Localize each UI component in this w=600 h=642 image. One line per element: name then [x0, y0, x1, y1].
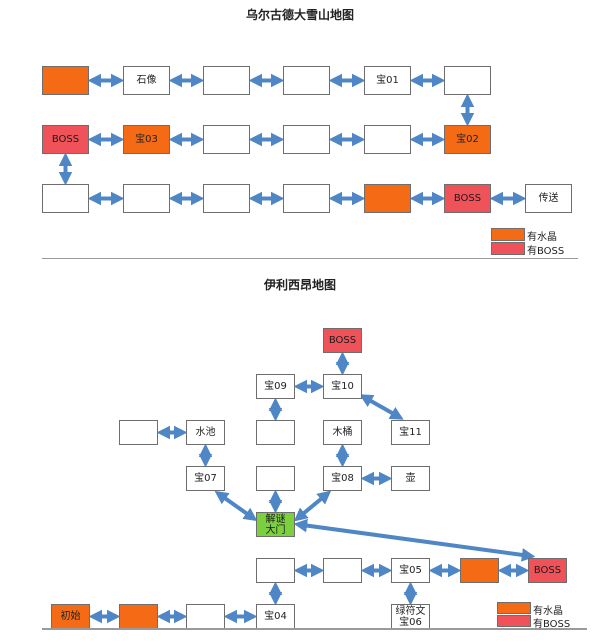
arrow-door-boss — [293, 518, 536, 562]
room-a3 — [203, 66, 250, 95]
room-e2 — [323, 558, 362, 583]
room-e05: 宝05 — [391, 558, 430, 583]
room-d08: 宝08 — [323, 466, 362, 491]
room-b4 — [283, 125, 330, 154]
room-c6: BOSS — [444, 184, 491, 213]
room-b1: BOSS — [42, 125, 89, 154]
room-a5: 宝01 — [364, 66, 411, 95]
room-f04: 宝04 — [256, 604, 295, 629]
room-f_blank — [186, 604, 225, 629]
arrow-d10-d11 — [359, 394, 404, 420]
room-e1 — [256, 558, 295, 583]
map2-legend: 有水晶 有BOSS — [497, 602, 597, 630]
map2-bottom-divider — [42, 628, 587, 630]
room-a4 — [283, 66, 330, 95]
room-d_m1 — [256, 420, 295, 445]
map1-legend: 有水晶 有BOSS — [491, 228, 591, 258]
room-d_jar: 壶 — [391, 466, 430, 491]
legend-boss-label: 有BOSS — [527, 246, 565, 257]
room-e_cr — [460, 558, 499, 583]
room-f_cr — [119, 604, 158, 629]
room-d_boss: BOSS — [323, 328, 362, 353]
legend-boss-swatch — [497, 615, 531, 627]
room-d07: 宝07 — [186, 466, 225, 491]
room-d_door: 解谜 大门 — [256, 512, 295, 537]
room-e_boss: BOSS — [528, 558, 567, 583]
map1-title: 乌尔古德大雪山地图 — [245, 8, 354, 22]
room-b3 — [203, 125, 250, 154]
room-d10: 宝10 — [323, 374, 362, 399]
map1-bottom-divider — [42, 258, 578, 259]
room-c2 — [123, 184, 170, 213]
room-a2: 石像 — [123, 66, 170, 95]
arrow-d07-door — [214, 490, 258, 522]
room-c4 — [283, 184, 330, 213]
room-d09: 宝09 — [256, 374, 295, 399]
room-c5 — [364, 184, 411, 213]
arrow-d08-door — [293, 490, 332, 522]
legend-boss-swatch — [491, 242, 525, 255]
room-f_start: 初始 — [51, 604, 90, 629]
room-b2: 宝03 — [123, 125, 170, 154]
room-d_l1 — [119, 420, 158, 445]
room-c1 — [42, 184, 89, 213]
legend-crystal-label: 有水晶 — [527, 232, 557, 243]
room-f06: 绿符文 宝06 — [391, 604, 430, 629]
room-d_bucket: 木桶 — [323, 420, 362, 445]
legend-crystal-swatch — [497, 602, 531, 614]
legend-crystal-swatch — [491, 228, 525, 241]
room-b6: 宝02 — [444, 125, 491, 154]
room-c7: 传送 — [525, 184, 572, 213]
room-b5 — [364, 125, 411, 154]
room-c3 — [203, 184, 250, 213]
map2-title: 伊利西昂地图 — [263, 278, 336, 292]
room-d_m2 — [256, 466, 295, 491]
room-d_pool: 水池 — [186, 420, 225, 445]
legend-crystal-label: 有水晶 — [533, 606, 563, 617]
room-d11: 宝11 — [391, 420, 430, 445]
legend-boss-label: 有BOSS — [533, 619, 571, 630]
room-a6 — [444, 66, 491, 95]
room-a1 — [42, 66, 89, 95]
